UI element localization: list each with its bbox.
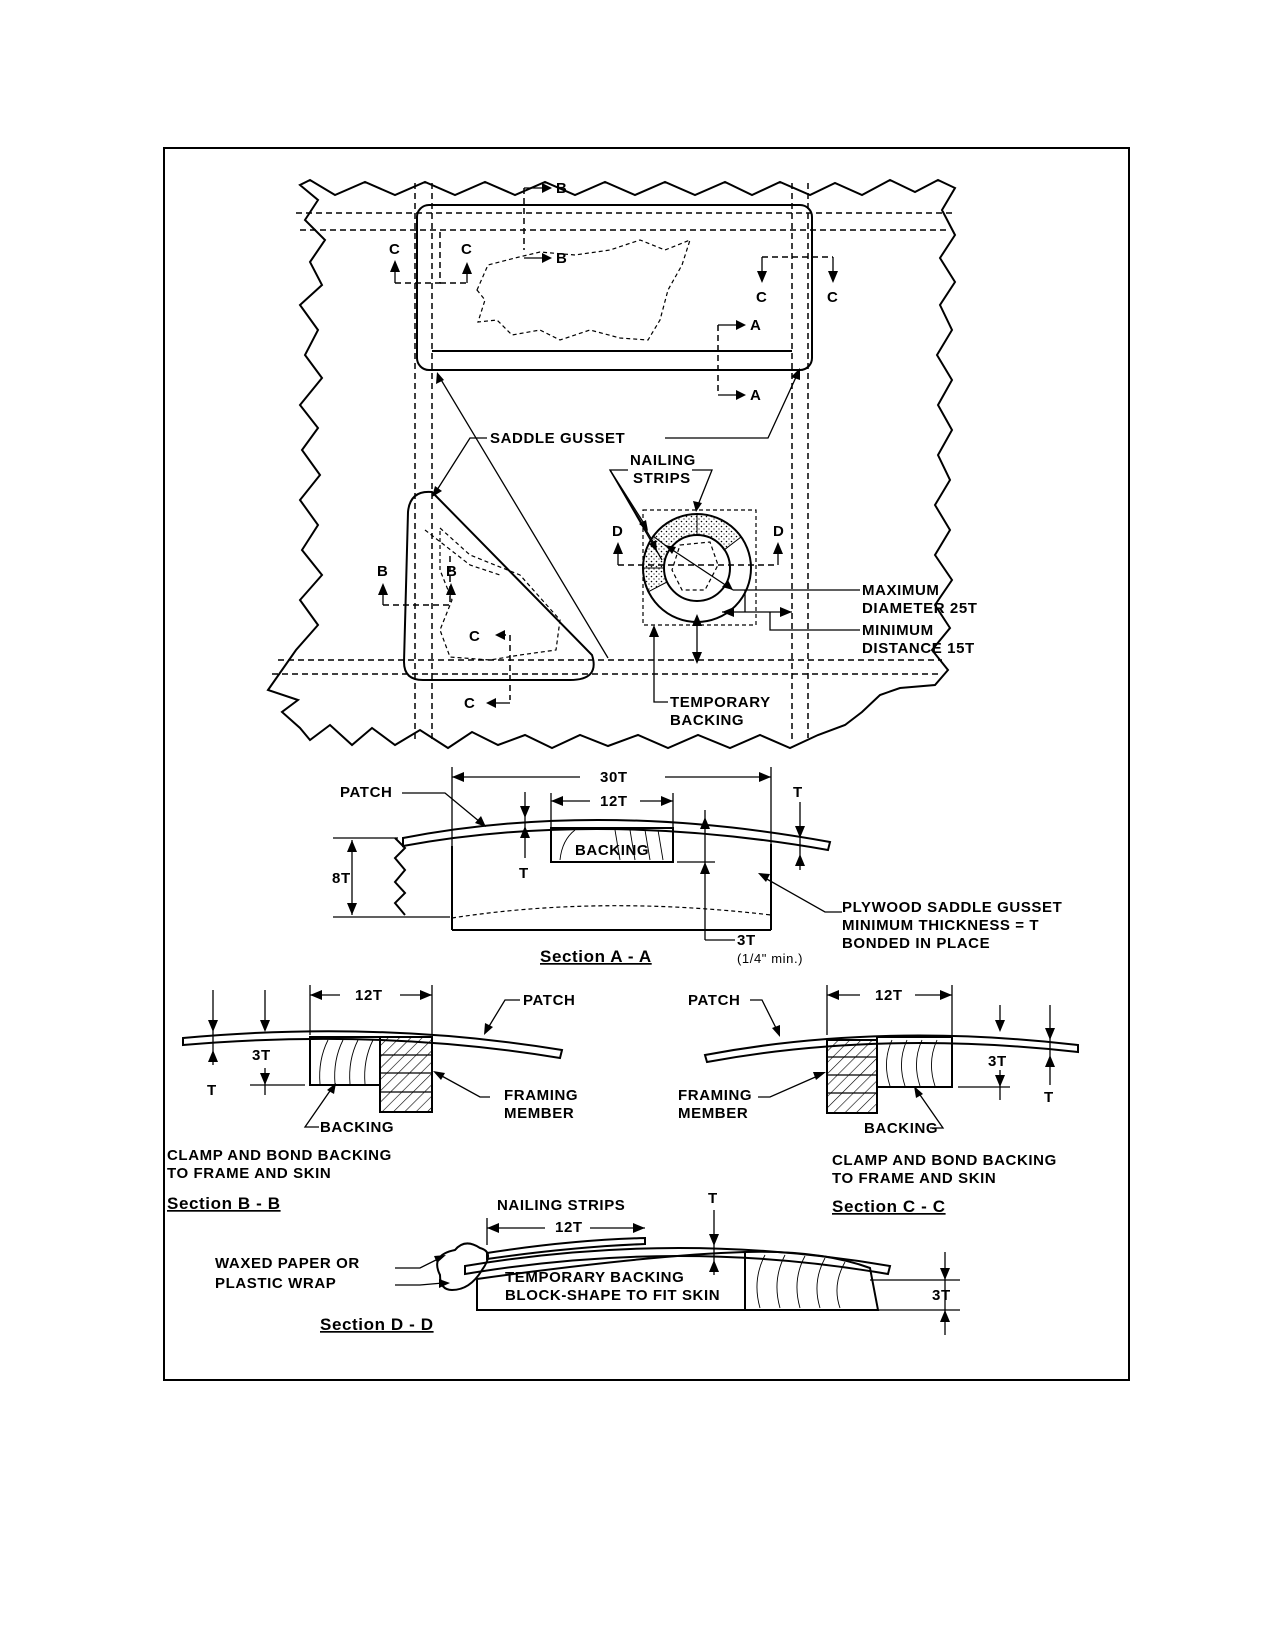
skin-break-outline: [266, 178, 957, 750]
figure-frame: [163, 147, 1130, 1381]
nailing-strip: [486, 1236, 646, 1261]
dim-12t: 12T: [355, 987, 383, 1004]
round-patch: [642, 509, 757, 626]
saddle-gusset-label: SADDLE GUSSET: [490, 430, 625, 447]
dim-3t: 3T: [252, 1047, 271, 1064]
patch-label: PATCH: [523, 992, 575, 1009]
waxed-paper-label: WAXED PAPER OR: [215, 1255, 360, 1272]
section-d-d: NAILING STRIPS 12T 3T T TEMPORARY BACKIN…: [215, 1190, 960, 1335]
section-title: Section C - C: [832, 1197, 946, 1216]
plan-view: B B C C C C A A SADDLE GUSSET: [266, 178, 978, 750]
cut-label-c: C: [469, 628, 480, 645]
nailing-strip-fill: [642, 567, 668, 593]
section-note: CLAMP AND BOND BACKING: [167, 1147, 392, 1164]
cut-label-b: B: [556, 180, 567, 197]
waxed-paper: [436, 1242, 489, 1292]
section-note: CLAMP AND BOND BACKING: [832, 1152, 1057, 1169]
cut-label-c: C: [756, 289, 767, 306]
top-patch-outline: [416, 204, 813, 371]
section-c-c: PATCH 12T 3T T FRAMING MEMBER: [678, 985, 1079, 1216]
section-title: Section D - D: [320, 1315, 434, 1334]
framing-label: FRAMING: [678, 1087, 752, 1104]
dim-3t: 3T: [988, 1053, 1007, 1070]
temporary-backing-label: BACKING: [670, 712, 744, 729]
backing-label: BACKING: [864, 1120, 938, 1137]
max-diameter-label: MAXIMUM: [862, 582, 940, 599]
cut-label-d: D: [773, 523, 784, 540]
backing-label: BACKING: [320, 1119, 394, 1136]
nailing-strip-fill: [652, 513, 698, 550]
dim-t: T: [793, 784, 803, 801]
dim-12t: 12T: [875, 987, 903, 1004]
dim-30t: 30T: [600, 769, 628, 786]
temporary-backing-block: [476, 1250, 746, 1311]
backing-block: [550, 827, 674, 863]
gusset-label: PLYWOOD SADDLE GUSSET: [842, 899, 1062, 916]
nailing-strips-label: NAILING: [630, 452, 696, 469]
cut-label-c: C: [389, 241, 400, 258]
patch-skin: [402, 818, 832, 852]
nailing-strips-label: NAILING STRIPS: [497, 1197, 625, 1214]
gusset-label: MINIMUM THICKNESS = T: [842, 917, 1039, 934]
section-title: Section B - B: [167, 1194, 281, 1213]
dim-3t-min: (1/4" min.): [737, 951, 803, 966]
patch-skin: [703, 1034, 1079, 1064]
dim-t: T: [519, 865, 529, 882]
cut-label-b: B: [446, 563, 457, 580]
dim-t: T: [207, 1082, 217, 1099]
dim-3t: 3T: [932, 1287, 951, 1304]
dim-12t: 12T: [555, 1219, 583, 1236]
dim-3t: 3T: [737, 932, 756, 949]
dim-12t: 12T: [600, 793, 628, 810]
cut-label-a: A: [750, 387, 761, 404]
min-distance-label: MINIMUM: [862, 622, 934, 639]
damage-outline: [476, 238, 691, 341]
triangle-patch-outline: [402, 490, 595, 681]
section-a-a: 30T 12T PATCH BACKING T T: [332, 767, 1062, 966]
section-note: TO FRAME AND SKIN: [832, 1170, 996, 1187]
max-diameter-label: DIAMETER 25T: [862, 600, 978, 617]
backing-block: [309, 1036, 381, 1086]
framing-label: MEMBER: [678, 1105, 748, 1122]
dim-t: T: [708, 1190, 718, 1207]
framing-member: [379, 1036, 433, 1113]
cut-label-c: C: [827, 289, 838, 306]
nailing-strips-label: STRIPS: [633, 470, 691, 487]
section-b-b: 12T PATCH T 3T BACKING FRAMING MEMBER: [167, 985, 578, 1213]
section-title: Section A - A: [540, 947, 652, 966]
patch-label: PATCH: [688, 992, 740, 1009]
patch-skin: [464, 1247, 892, 1276]
dim-t: T: [1044, 1089, 1054, 1106]
waxed-paper-label: PLASTIC WRAP: [215, 1275, 336, 1292]
cut-label-a: A: [750, 317, 761, 334]
cut-label-b: B: [377, 563, 388, 580]
section-note: TO FRAME AND SKIN: [167, 1165, 331, 1182]
framing-label: FRAMING: [504, 1087, 578, 1104]
cut-label-c: C: [464, 695, 475, 712]
patch-skin: [182, 1030, 564, 1060]
nailing-strip-fill: [696, 513, 742, 551]
min-distance-label: DISTANCE 15T: [862, 640, 975, 657]
framing-member: [826, 1039, 878, 1114]
temporary-backing-label: TEMPORARY: [670, 694, 771, 711]
dim-8t: 8T: [332, 870, 351, 887]
temporary-backing-label: TEMPORARY BACKING: [505, 1269, 684, 1286]
patch-label: PATCH: [340, 784, 392, 801]
framing-label: MEMBER: [504, 1105, 574, 1122]
cut-label-b: B: [556, 250, 567, 267]
cut-label-d: D: [612, 523, 623, 540]
backing-label: BACKING: [575, 842, 649, 859]
gusset-label: BONDED IN PLACE: [842, 935, 990, 952]
cut-label-c: C: [461, 241, 472, 258]
temporary-backing-label: BLOCK-SHAPE TO FIT SKIN: [505, 1287, 720, 1304]
